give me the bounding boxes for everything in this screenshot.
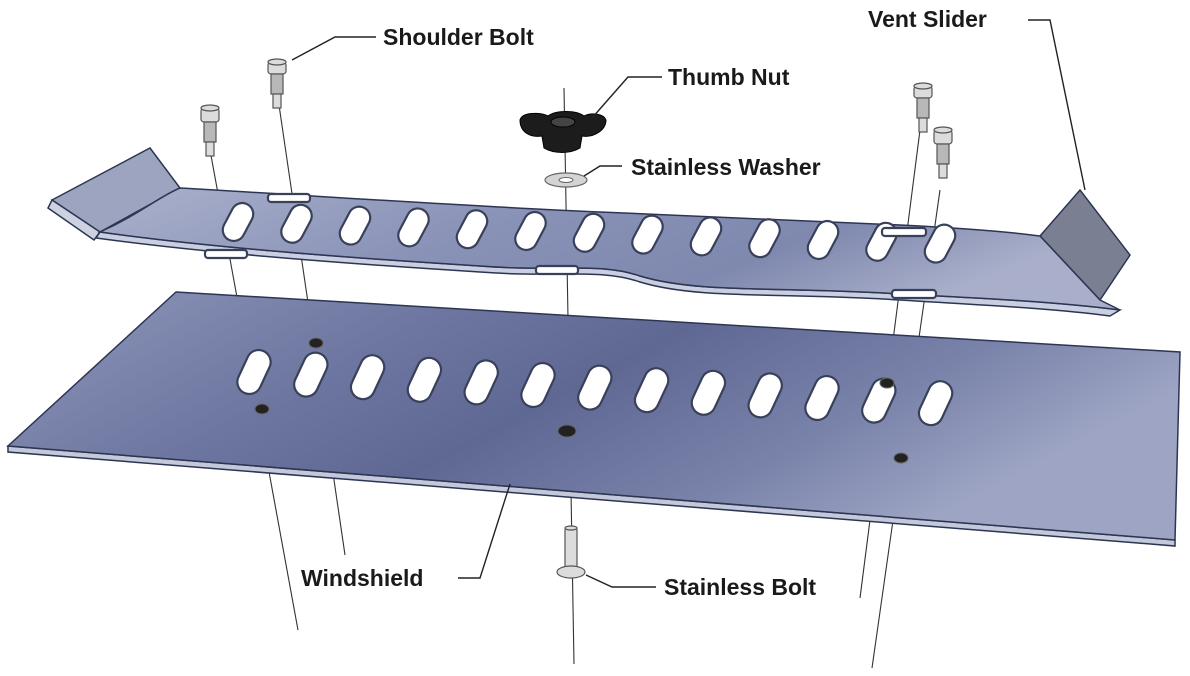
vent-slider-slot <box>455 209 489 250</box>
vent-slider-left-tab-edge <box>47 198 102 242</box>
windshield-slot <box>804 374 840 422</box>
label-stainless-bolt: Stainless Bolt <box>664 574 816 600</box>
guide-tab <box>266 192 312 204</box>
vent-slider-slots <box>221 201 957 264</box>
windshield-slot <box>293 351 329 398</box>
guide-tab <box>880 226 928 238</box>
stainless-washer <box>544 172 588 188</box>
windshield-slot <box>633 367 670 414</box>
vent-slider-slot <box>338 205 372 246</box>
guide-tab <box>890 288 938 300</box>
windshield-slot <box>917 380 954 427</box>
thumb-nut <box>519 111 607 153</box>
vent-slider-slot <box>806 219 840 261</box>
windshield-slots <box>236 348 954 427</box>
windshield-slot <box>406 356 443 403</box>
shoulder-bolt-left <box>200 104 220 157</box>
leader-lines <box>291 19 1086 588</box>
label-shoulder-bolt: Shoulder Bolt <box>383 24 534 50</box>
vent-slider-plate <box>47 147 1131 317</box>
windshield-hole-right-1 <box>879 377 895 389</box>
windshield-slot <box>463 359 499 406</box>
shoulder-bolt-right-2 <box>933 126 953 179</box>
vent-slider-slot <box>748 218 781 259</box>
label-windshield: Windshield <box>301 565 423 591</box>
vent-slider-slot <box>689 216 723 257</box>
vent-slider-slot <box>221 201 255 243</box>
vent-slider-slot <box>514 210 547 252</box>
vent-slider-surface <box>97 187 1121 311</box>
vent-slider-slot <box>631 214 664 255</box>
windshield-slot <box>520 361 556 409</box>
guide-tab <box>534 264 580 276</box>
vent-slider-slot <box>397 207 430 248</box>
vent-slider-slot <box>280 203 313 244</box>
windshield-plate <box>6 291 1181 547</box>
vent-slider-slot <box>923 223 957 264</box>
leader-thumb-nut <box>591 76 662 119</box>
guide-tab <box>203 248 249 260</box>
windshield-slot <box>690 369 727 416</box>
leader-vent-slider <box>1028 19 1086 191</box>
label-vent-slider: Vent Slider <box>868 6 987 32</box>
label-thumb-nut: Thumb Nut <box>668 64 790 90</box>
windshield-slot <box>747 372 783 419</box>
leader-stainless-washer <box>583 165 622 177</box>
leader-shoulder-bolt <box>291 36 376 61</box>
windshield-hole-center <box>557 424 577 438</box>
shoulder-bolt-top <box>267 58 287 109</box>
windshield-slot <box>577 364 613 411</box>
windshield-hole-right-2 <box>893 452 909 464</box>
windshield-surface <box>6 291 1181 541</box>
leader-stainless-bolt <box>585 574 656 588</box>
windshield-hole-left <box>254 403 270 415</box>
label-stainless-washer: Stainless Washer <box>631 154 821 180</box>
stainless-bolt <box>556 525 586 579</box>
windshield-slot <box>236 348 272 396</box>
windshield-hole-shoulder <box>308 337 324 349</box>
vent-slider-slot <box>572 212 606 253</box>
shoulder-bolt-right-1 <box>913 82 933 133</box>
leader-windshield <box>458 483 511 579</box>
windshield-slot <box>349 354 386 401</box>
